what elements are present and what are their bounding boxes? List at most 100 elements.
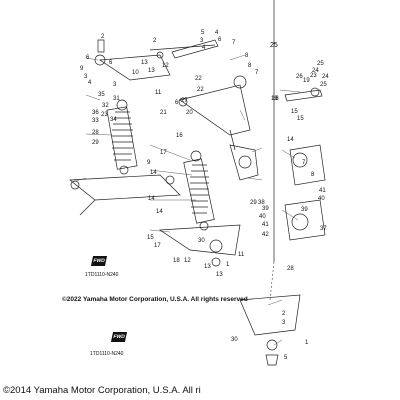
callout-label: 24 <box>322 74 329 80</box>
callout-label: 4 <box>215 30 219 36</box>
callout-label: 8 <box>245 53 249 59</box>
callout-label: 13 <box>141 60 148 66</box>
callout-label: 13 <box>204 264 211 270</box>
callout-label: 1 <box>305 340 309 346</box>
callout-label: 25 <box>317 61 324 67</box>
callout-label: 7 <box>255 70 259 76</box>
callout-label: 41 <box>262 222 269 228</box>
callout-label: 6 <box>86 55 90 61</box>
right-panel-parts <box>284 87 326 241</box>
callout-label: 13 <box>148 68 155 74</box>
lower-arm-left <box>69 174 181 216</box>
callout-label: 39 <box>301 207 308 213</box>
callout-label: 8 <box>311 172 315 178</box>
callout-label: 35 <box>98 92 105 98</box>
shock-absorber-center <box>183 150 215 231</box>
callout-label: 2 <box>153 38 157 44</box>
callout-label: 22 <box>195 76 202 82</box>
callout-label: 20 <box>186 110 193 116</box>
callout-label: 12 <box>184 258 191 264</box>
callout-label: 24 <box>312 68 319 74</box>
lower-arm-center <box>158 224 241 267</box>
callout-label: 2 <box>282 311 286 317</box>
callout-label: 17 <box>160 150 167 156</box>
callout-label: 15 <box>297 116 304 122</box>
callout-label: 15 <box>291 109 298 115</box>
callout-label: 3 <box>200 38 204 44</box>
leader-lines <box>71 54 301 346</box>
fwd-badge-bottom: FWD <box>110 332 128 342</box>
callout-label: 19 <box>271 96 278 102</box>
callout-label: 29 <box>92 140 99 146</box>
callout-label: 42 <box>262 232 269 238</box>
knuckle-center <box>229 144 259 181</box>
callout-label: 19 <box>303 78 310 84</box>
callout-label: 14 <box>156 209 163 215</box>
callout-label: 18 <box>173 258 180 264</box>
copyright-2022: ©2022 Yamaha Motor Corporation, U.S.A. A… <box>62 296 248 303</box>
callout-label: 4 <box>88 80 92 86</box>
callout-label: 29 <box>250 200 257 206</box>
lower-arm-bottom <box>239 294 301 366</box>
callout-label: 16 <box>272 96 279 102</box>
callout-label: 40 <box>259 214 266 220</box>
callout-label: 3 <box>113 82 117 88</box>
callout-label: 7 <box>302 160 306 166</box>
callout-label: 37 <box>320 226 327 232</box>
callout-label: 23 <box>101 112 108 118</box>
callout-label: 27 <box>181 98 188 104</box>
callout-label: 8 <box>248 63 252 69</box>
fwd-badge-left: FWD <box>90 256 108 266</box>
callout-label: 11 <box>238 252 245 258</box>
callout-label: 9 <box>80 66 84 72</box>
callout-label: 36 <box>92 110 99 116</box>
callout-label: 30 <box>198 238 205 244</box>
upper-arm-left <box>94 39 216 81</box>
callout-label: 40 <box>318 196 325 202</box>
page-number: 25 <box>270 42 278 49</box>
callout-label: 5 <box>201 30 205 36</box>
callout-label: 14 <box>287 137 294 143</box>
callout-label: 39 <box>262 206 269 212</box>
callout-label: 25 <box>320 82 327 88</box>
callout-label: 28 <box>287 266 294 272</box>
callout-label: 28 <box>92 130 99 136</box>
shaft-rod <box>171 39 219 59</box>
callout-label: 4 <box>202 45 206 51</box>
upper-arm-center <box>178 75 251 151</box>
callout-label: 10 <box>132 70 139 76</box>
copyright-2014: ©2014 Yamaha Motor Corporation, U.S.A. A… <box>3 385 201 396</box>
callout-label: 12 <box>162 63 169 69</box>
callout-label: 34 <box>110 117 117 123</box>
callout-label: 13 <box>216 272 223 278</box>
callout-label: 2 <box>101 34 105 40</box>
callout-label: 31 <box>113 96 120 102</box>
callout-label: 7 <box>232 40 236 46</box>
shock-absorber-left <box>106 99 138 175</box>
callout-label: 3 <box>282 320 286 326</box>
callout-label: 21 <box>160 110 167 116</box>
callout-label: 33 <box>92 118 99 124</box>
callout-label: 5 <box>284 355 288 361</box>
callout-label: 9 <box>147 160 151 166</box>
callout-label: 6 <box>218 37 222 43</box>
part-code-bottom: 1TD1110-N240 <box>90 351 124 357</box>
part-code-left: 1TD1110-N240 <box>85 272 119 278</box>
callout-label: 15 <box>147 235 154 241</box>
callout-label: 26 <box>296 74 303 80</box>
callout-label: 14 <box>148 196 155 202</box>
callout-label: 14 <box>150 170 157 176</box>
callout-label: 6 <box>109 60 113 66</box>
callout-label: 41 <box>319 188 326 194</box>
callout-label: 32 <box>102 103 109 109</box>
callout-label: 1 <box>226 262 230 268</box>
callout-label: 38 <box>258 200 265 206</box>
callout-label: 16 <box>176 133 183 139</box>
callout-label: 3 <box>84 74 88 80</box>
callout-label: 30 <box>231 337 238 343</box>
callout-label: 22 <box>197 87 204 93</box>
callout-label: 11 <box>155 90 162 96</box>
callout-label: 17 <box>154 243 161 249</box>
callout-label: 6 <box>175 100 179 106</box>
